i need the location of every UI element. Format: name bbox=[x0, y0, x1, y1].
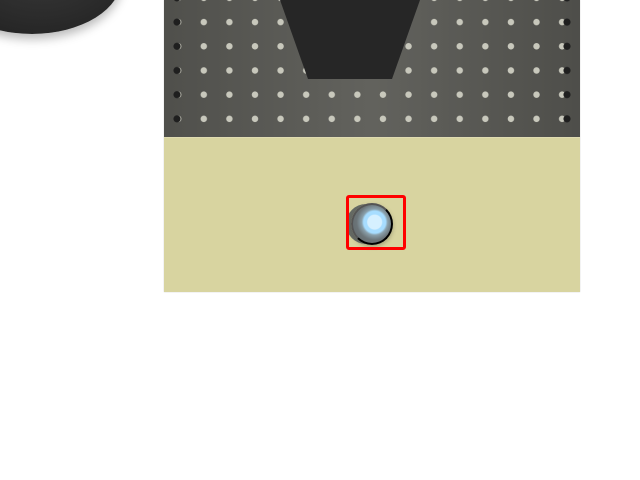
device-control-panel bbox=[164, 137, 580, 292]
center-slot bbox=[280, 0, 420, 79]
indicator-light-button[interactable] bbox=[351, 203, 393, 245]
device-illustration bbox=[164, 0, 580, 292]
top-left-shadow-shape bbox=[0, 0, 122, 34]
speaker-grille bbox=[164, 0, 580, 138]
